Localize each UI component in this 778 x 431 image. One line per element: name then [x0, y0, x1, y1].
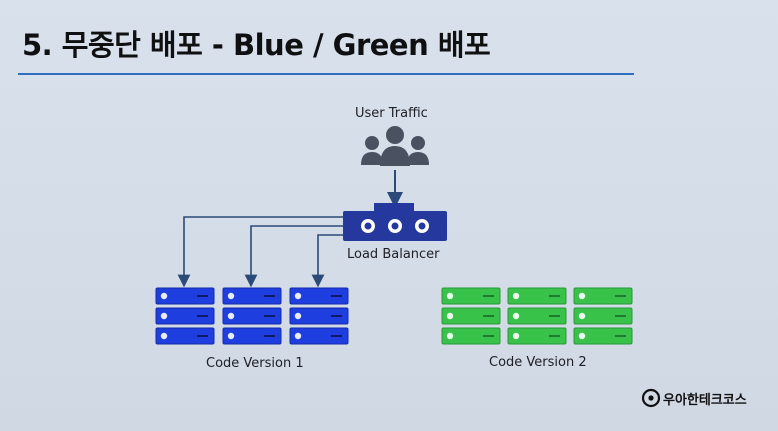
- code-version-2-label: Code Version 2: [489, 355, 587, 370]
- server-rack-green-2: [507, 287, 567, 345]
- server-group-blue: [155, 287, 349, 345]
- title-divider: [18, 73, 634, 75]
- server-rack-green-1: [441, 287, 501, 345]
- server-rack-blue-2: [222, 287, 282, 345]
- user-traffic-icon: [361, 126, 429, 166]
- load-balancer-label: Load Balancer: [347, 247, 440, 262]
- server-group-green: [441, 287, 633, 345]
- server-rack-blue-3: [289, 287, 349, 345]
- slide-title: 5. 무중단 배포 - Blue / Green 배포: [22, 28, 491, 62]
- brand-name: 우아한테크코스: [663, 393, 747, 408]
- code-version-1-label: Code Version 1: [206, 356, 304, 371]
- woowa-logo-icon: [641, 388, 661, 408]
- brand: 우아한테크코스: [641, 389, 747, 408]
- server-rack-blue-1: [155, 287, 215, 345]
- server-rack-green-3: [573, 287, 633, 345]
- load-balancer-icon: [343, 203, 447, 241]
- routing-lines: [177, 216, 343, 288]
- user-traffic-label: User Traffic: [355, 106, 428, 121]
